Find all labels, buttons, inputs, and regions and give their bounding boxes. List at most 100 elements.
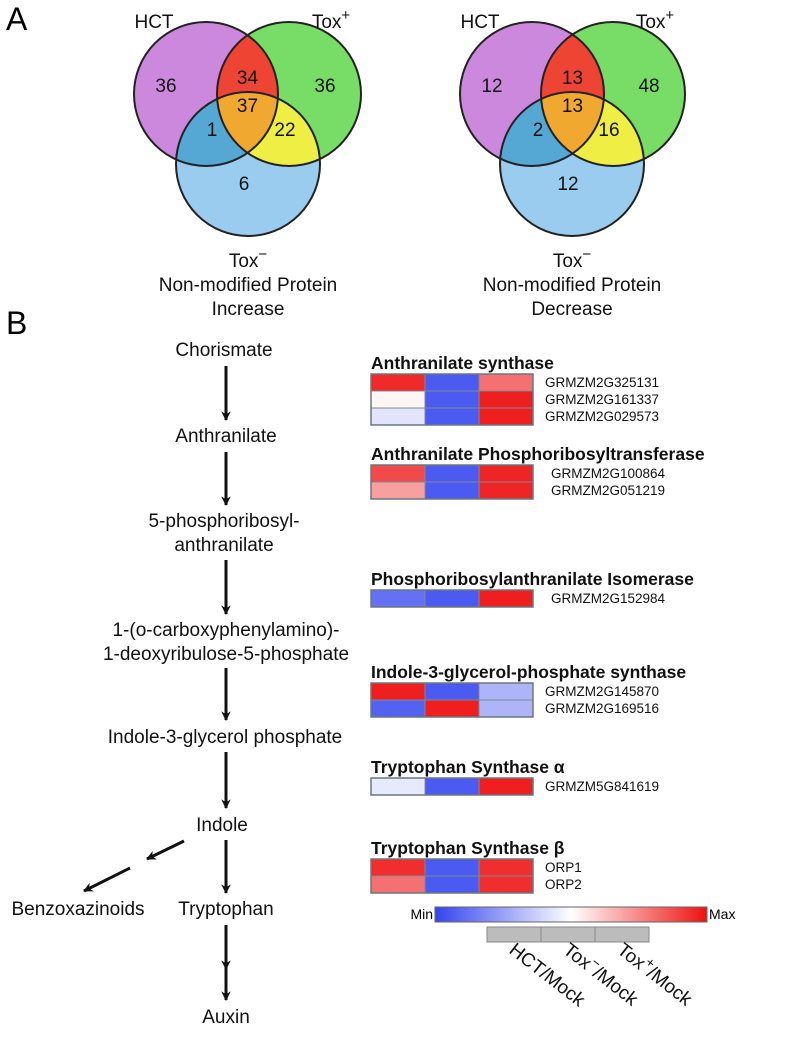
column-indicator-cell <box>486 926 542 943</box>
venn-outline <box>459 21 605 167</box>
pathway-diagram: Chorismate Anthranilate 5-phosphoribosyl… <box>11 340 349 1028</box>
heatmap-gene-label: ORP1 <box>545 860 582 875</box>
heatmap-group: Tryptophan Synthase α GRMZM5G841619 <box>370 757 659 796</box>
column-indicator-cell <box>540 926 596 943</box>
heatmap-cell <box>370 875 426 894</box>
heatmap-cell <box>424 481 480 500</box>
heatmap-gene-label: GRMZM2G100864 <box>551 466 666 481</box>
heatmap-cell <box>424 682 480 701</box>
venn-count-all: 37 <box>237 96 258 117</box>
heatmap-group: Phosphoribosylanthranilate IsomeraseGRMZ… <box>370 569 694 608</box>
venn-outline <box>175 91 321 237</box>
venn-count-left-only: 12 <box>481 76 502 97</box>
heatmap-group-title: Tryptophan Synthase β <box>371 838 565 858</box>
pathway-node-5-phosphoribosyl-anthranilate: 5-phosphoribosyl-anthranilate <box>148 511 299 556</box>
heatmap-cell <box>478 875 534 894</box>
heatmap-gene-label: GRMZM2G325131 <box>545 375 659 390</box>
heatmap-cell <box>424 407 480 426</box>
heatmap-cell <box>370 777 426 796</box>
venn-count-right-bottom: 16 <box>598 120 619 141</box>
heatmap-cell <box>370 407 426 426</box>
heatmap-group-border <box>370 858 534 894</box>
heatmap-cell <box>424 390 480 409</box>
pathway-node-auxin: Auxin <box>202 1007 250 1028</box>
venn-count-left-only: 36 <box>155 76 176 97</box>
venn-outline <box>133 21 279 167</box>
pathway-node-benzoxazinoids: Benzoxazinoids <box>11 899 144 920</box>
heatmap-group-border <box>370 373 534 426</box>
heatmap-cell <box>424 875 480 894</box>
venn-count-left-right: 13 <box>562 68 583 89</box>
heatmap-gene-label: GRMZM2G169516 <box>545 701 659 716</box>
column-indicator <box>486 926 650 943</box>
venn-set-label-tox-plus: Tox+ <box>636 7 675 33</box>
column-indicator-cell <box>594 926 650 943</box>
heatmap-cell <box>370 464 426 483</box>
heatmap-cell <box>478 589 534 608</box>
venn-outline <box>216 21 362 167</box>
scale-max-label: Max <box>709 906 735 922</box>
venn-caption-line: Non-modified Protein <box>483 275 661 296</box>
venn-caption-line: Decrease <box>531 299 612 320</box>
heatmap-group-title: Tryptophan Synthase α <box>371 757 565 777</box>
heatmap-cell <box>478 464 534 483</box>
heatmap-group: Anthranilate PhosphoribosyltransferaseGR… <box>370 444 705 500</box>
heatmap-cell <box>370 373 426 392</box>
heatmap-cell <box>424 464 480 483</box>
heatmap-group-title: Anthranilate synthase <box>371 353 554 373</box>
heatmap-group: Anthranilate synthaseGRMZM2G325131GRMZM2… <box>370 353 659 426</box>
heatmap-cell <box>478 682 534 701</box>
venn-outline <box>499 91 645 237</box>
pathway-node-anthranilate: Anthranilate <box>175 426 276 447</box>
heatmap-cell <box>424 589 480 608</box>
heatmap-cell <box>424 373 480 392</box>
heatmap-gene-label: GRMZM2G161337 <box>545 392 659 407</box>
heatmap-group-border <box>370 589 534 608</box>
heatmap-cell <box>424 699 480 718</box>
heatmap-cell <box>424 858 480 877</box>
venn-caption-line: Increase <box>212 299 285 320</box>
venn-count-right-only: 48 <box>638 76 659 97</box>
venn-count-right-bottom: 22 <box>274 120 295 141</box>
venn-count-all: 13 <box>562 96 583 117</box>
heatmap-group-border <box>370 682 534 718</box>
venn-set-label-tox-minus: Tox− <box>229 246 268 272</box>
venn-outline <box>540 21 686 167</box>
heatmap-group-border <box>370 464 534 500</box>
pathway-node-indole-3-glycerol-phosphate: Indole-3-glycerol phosphate <box>108 727 343 748</box>
heatmap-cell <box>370 589 426 608</box>
heatmap: Anthranilate synthaseGRMZM2G325131GRMZM2… <box>370 353 705 894</box>
venn-set-label-hct: HCT <box>134 12 173 33</box>
heatmap-group-title: Anthranilate Phosphoribosyltransferase <box>371 444 705 464</box>
venn-count-left-bottom: 1 <box>207 120 218 141</box>
venn-caption-line: Non-modified Protein <box>159 275 337 296</box>
heatmap-group-title: Phosphoribosylanthranilate Isomerase <box>371 569 694 589</box>
heatmap-cell <box>370 699 426 718</box>
venn-count-left-right: 34 <box>237 68 259 89</box>
pathway-node-cdrp: 1-(o-carboxyphenylamino)-1-deoxyribulose… <box>103 620 349 665</box>
scale-gradient-bar <box>434 906 708 923</box>
heatmap-gene-label: GRMZM2G051219 <box>551 483 665 498</box>
pathway-node-tryptophan: Tryptophan <box>178 899 273 920</box>
heatmap-cell <box>424 777 480 796</box>
venn-count-left-bottom: 2 <box>533 120 544 141</box>
heatmap-group: Indole-3-glycerol-phosphate synthaseGRMZ… <box>370 662 686 718</box>
heatmap-cell <box>478 858 534 877</box>
heatmap-cell <box>478 777 534 796</box>
heatmap-gene-label: ORP2 <box>545 877 582 892</box>
heatmap-cell <box>370 682 426 701</box>
panel-label-b: B <box>6 305 27 341</box>
pathway-arrow-to-benzoxazinoids-upper <box>146 839 185 861</box>
heatmap-cell <box>478 390 534 409</box>
venn-count-right-only: 36 <box>314 76 335 97</box>
heatmap-cell <box>478 481 534 500</box>
scale-min-label: Min <box>410 906 433 922</box>
heatmap-gene-label: GRMZM2G145870 <box>545 684 659 699</box>
heatmap-gene-label: GRMZM5G841619 <box>545 779 659 794</box>
heatmap-group-border <box>370 777 534 796</box>
